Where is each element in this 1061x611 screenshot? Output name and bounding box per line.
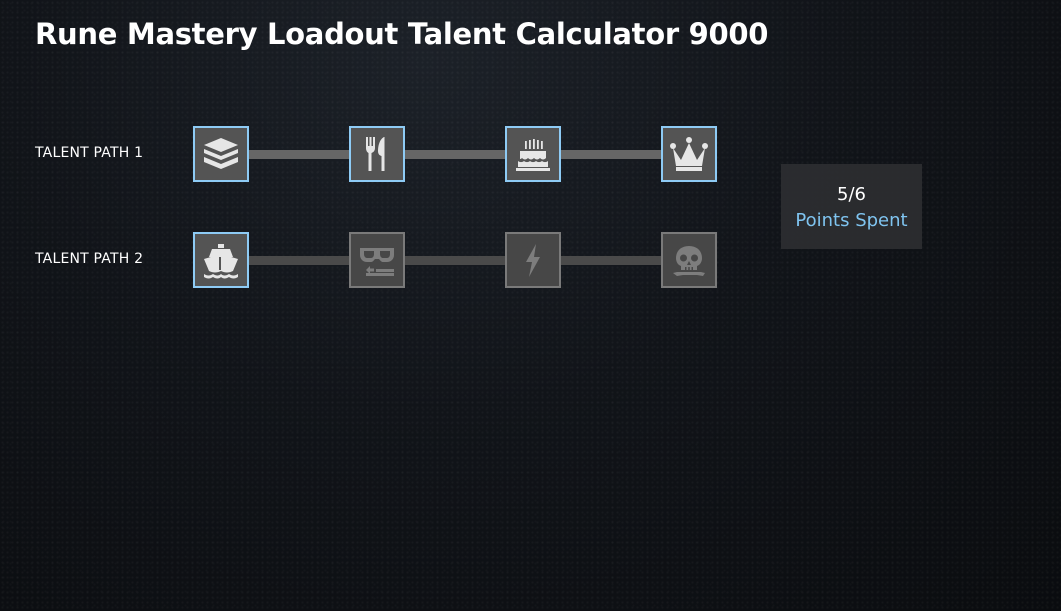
- talent-node-cake[interactable]: [505, 126, 561, 182]
- talent-node-fork-knife[interactable]: [349, 126, 405, 182]
- points-spent-count: 5/6: [837, 184, 866, 205]
- talent-connector: [560, 256, 661, 265]
- ship-icon: [204, 244, 238, 279]
- page-title: Rune Mastery Loadout Talent Calculator 9…: [35, 17, 769, 51]
- fork-knife-icon: [366, 137, 385, 171]
- talent-path-1: TALENT PATH 1: [0, 126, 760, 182]
- talent-path-2: TALENT PATH 2: [0, 232, 760, 288]
- talent-node-lightning[interactable]: [505, 232, 561, 288]
- lightning-icon: [526, 244, 540, 277]
- talent-path-label: TALENT PATH 2: [35, 251, 144, 267]
- talent-node-ship[interactable]: [193, 232, 249, 288]
- talent-node-crown[interactable]: [661, 126, 717, 182]
- talent-connector: [404, 150, 505, 159]
- talent-node-scuba-mask[interactable]: [349, 232, 405, 288]
- talent-connector: [404, 256, 505, 265]
- talent-connector: [560, 150, 661, 159]
- points-spent-label: Points Spent: [795, 210, 908, 231]
- scuba-mask-icon: [360, 248, 394, 276]
- crown-icon: [670, 137, 708, 171]
- skull-icon: [673, 246, 705, 276]
- points-spent-panel: 5/6 Points Spent: [781, 164, 922, 249]
- talent-node-layers[interactable]: [193, 126, 249, 182]
- talent-connector: [248, 150, 349, 159]
- cake-icon: [516, 139, 550, 171]
- layers-icon: [204, 138, 238, 169]
- talent-connector: [248, 256, 349, 265]
- talent-node-skull[interactable]: [661, 232, 717, 288]
- talent-path-label: TALENT PATH 1: [35, 145, 144, 161]
